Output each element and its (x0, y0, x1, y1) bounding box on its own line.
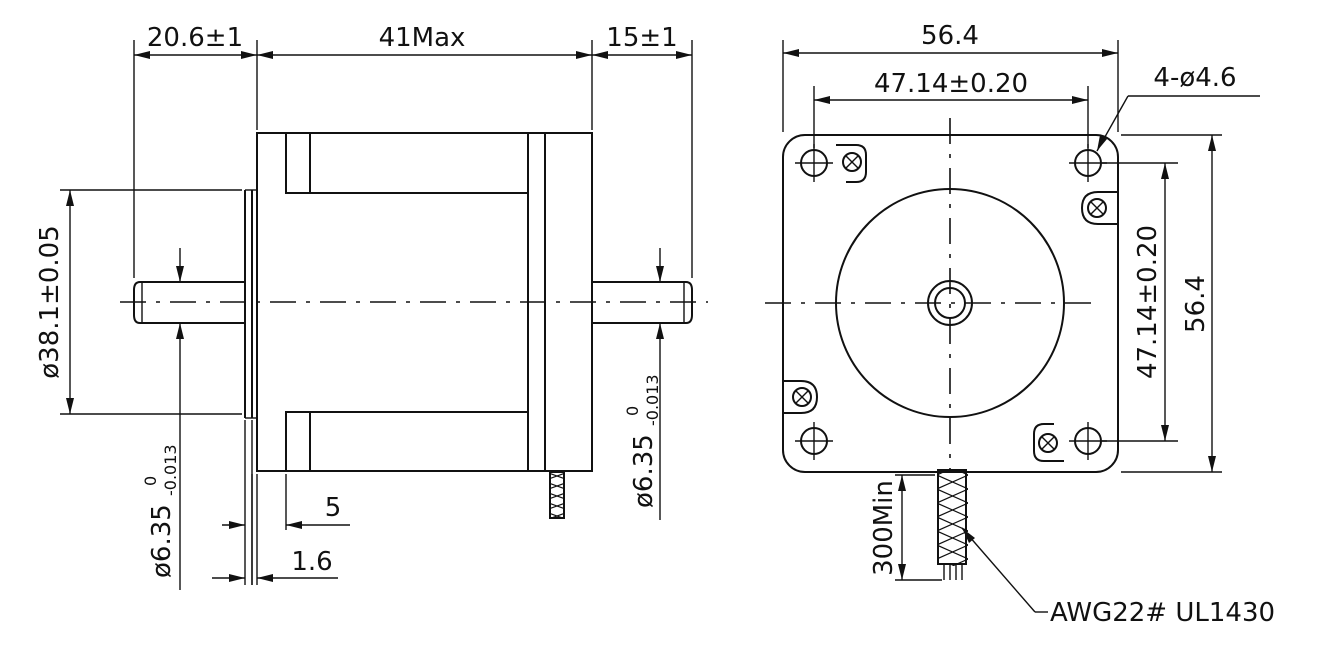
lead-cable (937, 469, 968, 580)
front-view: 56.4 47.14±0.20 4-ø4.6 47.14±0.20 (765, 21, 1275, 628)
screw-left-lower (783, 380, 819, 414)
dim-hole-spacing-h: 47.14±0.20 (813, 69, 1089, 148)
dim-boss-height-label: 1.6 (291, 547, 332, 577)
callout-hole-size: 4-ø4.6 (1096, 63, 1260, 152)
screw-right-upper (1080, 191, 1118, 225)
dim-flange-offset-label: 5 (325, 493, 342, 523)
callout-lead-spec: AWG22# UL1430 (961, 527, 1275, 628)
mount-hole-top-right (1069, 144, 1107, 182)
dim-body-length-label: 41Max (379, 23, 466, 53)
dim-front-shaft-dia-base: ø6.35 (147, 504, 177, 578)
boss-outline (244, 189, 257, 419)
mount-hole-bottom-right (1069, 422, 1107, 460)
dim-front-shaft-length: 20.6±1 (134, 23, 257, 59)
callout-lead-spec-label: AWG22# UL1430 (1050, 598, 1275, 628)
screw-top-left (836, 144, 867, 183)
side-view: 20.6±1 41Max 15±1 ø38.1±0.05 (35, 23, 708, 590)
callout-hole-size-label: 4-ø4.6 (1153, 63, 1236, 93)
side-cable (549, 471, 565, 519)
dim-lead-length-label: 300Min (869, 480, 899, 576)
dim-frame-width-label: 56.4 (921, 21, 979, 51)
dim-front-shaft-dia-tol-lower: -0.013 (161, 444, 180, 496)
dim-lead-length: 300Min (869, 474, 942, 581)
screw-bottom-right (1033, 423, 1064, 462)
mount-hole-top-left (795, 144, 833, 182)
dim-body-length: 41Max (257, 23, 592, 59)
dim-hole-spacing-h-label: 47.14±0.20 (874, 69, 1028, 99)
dim-rear-shaft-length: 15±1 (592, 23, 692, 59)
dim-rear-shaft-dia-base: ø6.35 (629, 434, 659, 508)
dim-frame-width: 56.4 (782, 21, 1119, 132)
dim-hole-spacing-v-label: 47.14±0.20 (1133, 225, 1163, 379)
dim-rear-shaft-dia-tol-upper: 0 (623, 406, 642, 416)
dim-boss-height: 1.6 (212, 474, 338, 585)
dim-frame-height-label: 56.4 (1181, 275, 1211, 333)
dim-rear-shaft-label: 15±1 (606, 23, 677, 53)
dim-rear-shaft-dia-tol-lower: -0.013 (643, 374, 662, 426)
dim-boss-diameter: ø38.1±0.05 (35, 189, 242, 415)
dim-front-shaft-dia-tol-upper: 0 (141, 476, 160, 486)
dim-hole-spacing-v: 47.14±0.20 (1102, 162, 1178, 442)
dim-front-shaft-diameter: ø6.35 0 -0.013 (141, 248, 184, 590)
dim-front-shaft-label: 20.6±1 (147, 23, 243, 53)
mount-hole-bottom-left (795, 422, 833, 460)
dim-frame-height: 56.4 (1121, 134, 1222, 473)
dim-rear-shaft-diameter: ø6.35 0 -0.013 (623, 248, 664, 520)
dim-boss-diameter-label: ø38.1±0.05 (35, 225, 65, 378)
